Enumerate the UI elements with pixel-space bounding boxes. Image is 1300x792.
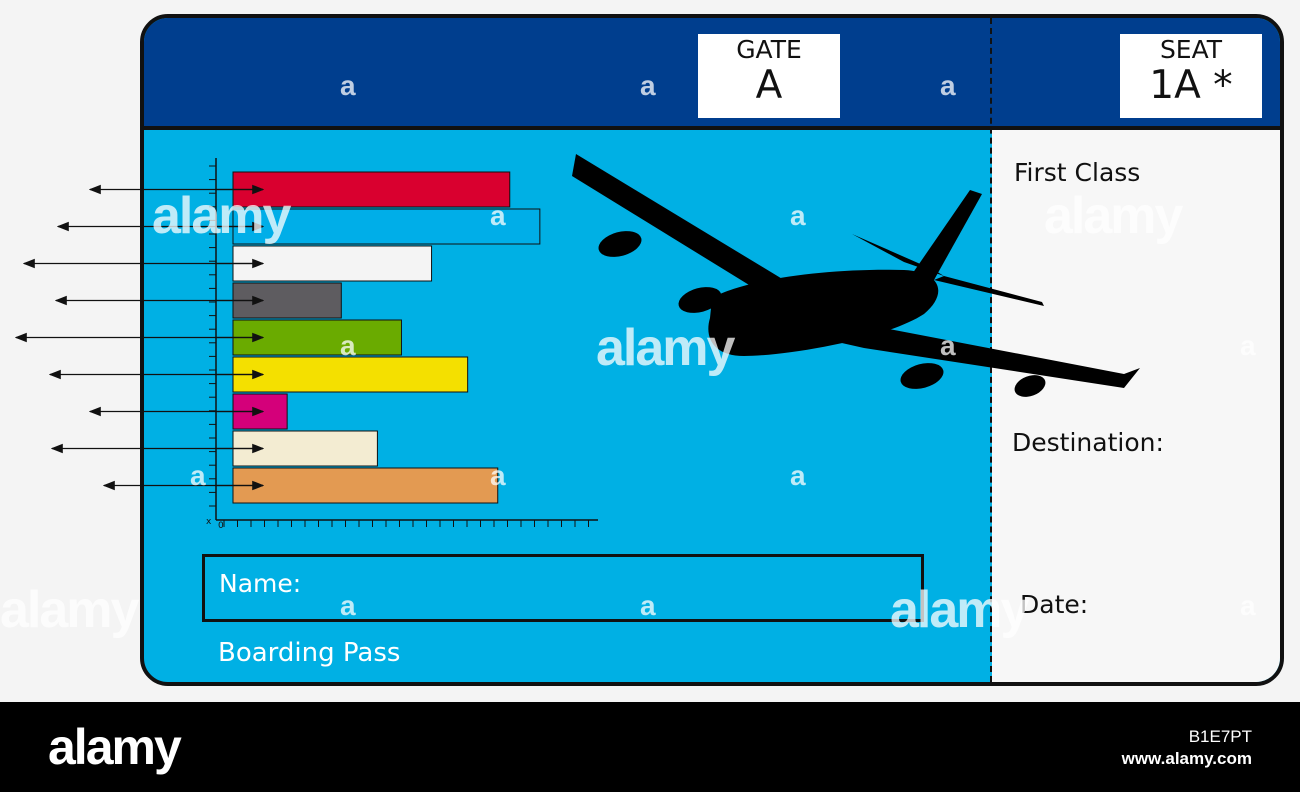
bar-chart: 0x — [14, 158, 598, 531]
chart-bar — [232, 467, 499, 504]
destination-label: Destination: — [1012, 428, 1164, 457]
footer-image-info: B1E7PT www.alamy.com — [1122, 726, 1252, 770]
alamy-logo: alamy — [48, 719, 182, 775]
chart-bar — [232, 245, 433, 282]
footer-bar: alamy B1E7PT www.alamy.com — [0, 702, 1300, 792]
ticket-stub: First Class Destination: Date: — [992, 130, 1280, 682]
chart-x-origin-label: 0 — [218, 521, 224, 531]
seat-label: SEAT — [1159, 35, 1223, 64]
name-label: Name: — [219, 569, 302, 598]
seat-value: 1A * — [1149, 63, 1233, 108]
chart-bar — [232, 208, 541, 245]
chart-bar — [232, 171, 511, 208]
airplane-icon — [572, 154, 1140, 397]
chart-bar — [232, 356, 469, 393]
footer-url: www.alamy.com — [1121, 749, 1252, 768]
image-id: B1E7PT — [1188, 727, 1252, 746]
boarding-pass-ticket: GATE A SEAT 1A * First Class Destination… — [140, 14, 1284, 686]
class-label: First Class — [1014, 158, 1141, 187]
chart-y-origin-label: x — [206, 517, 212, 527]
seat-box: SEAT 1A * — [1120, 34, 1262, 118]
date-label: Date: — [1020, 590, 1089, 619]
name-field-box: Name: — [202, 554, 924, 622]
ticket-header: GATE A SEAT 1A * — [144, 18, 1280, 130]
gate-label: GATE — [736, 35, 802, 64]
gate-value: A — [755, 63, 783, 108]
gate-box: GATE A — [698, 34, 840, 118]
boarding-pass-label: Boarding Pass — [218, 638, 401, 668]
